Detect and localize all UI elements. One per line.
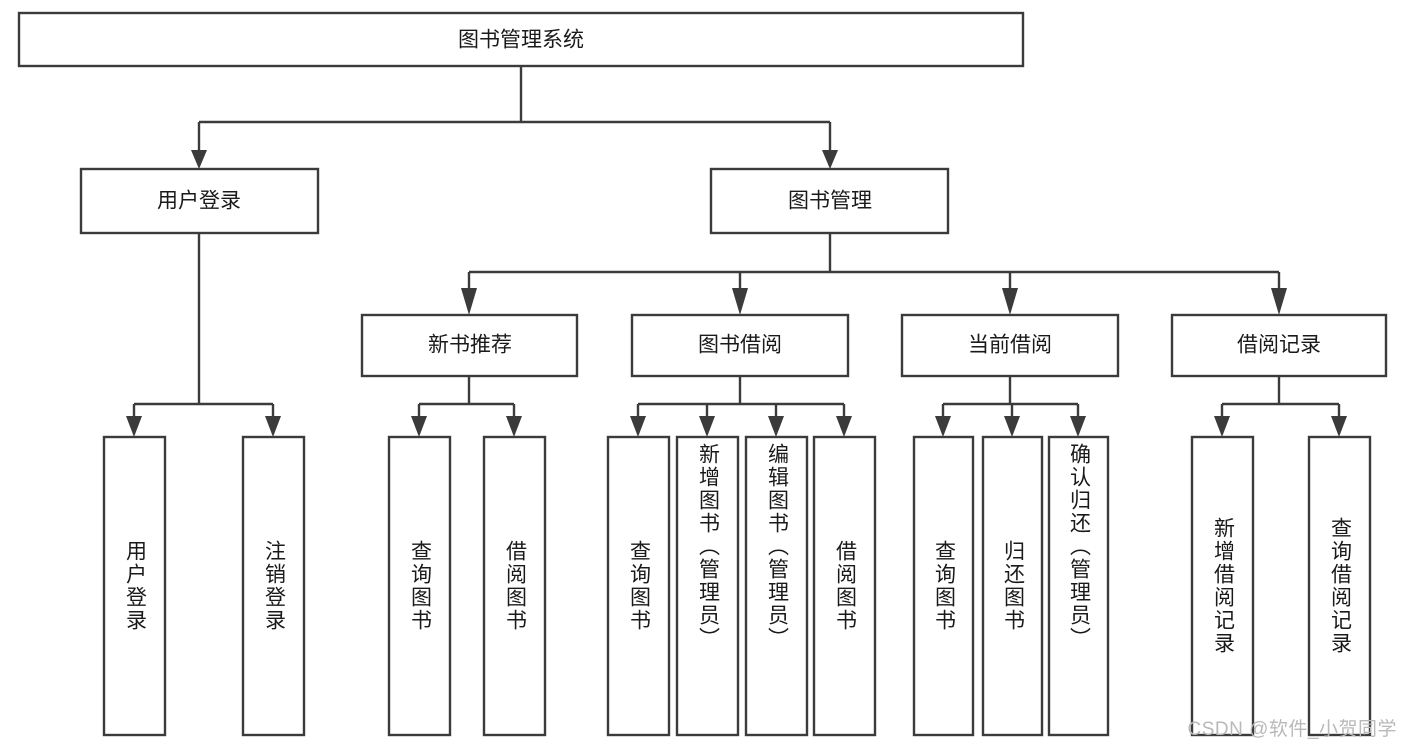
node-new-book-rec-label: 新书推荐	[428, 334, 512, 357]
connector-group-root	[191, 66, 838, 169]
connector-group-user-login	[126, 233, 281, 437]
node-cb-confirm-return-box[interactable]	[1047, 435, 1110, 737]
node-user-login-box[interactable]	[79, 167, 320, 235]
node-borrow-record-label: 借阅记录	[1237, 334, 1321, 357]
arrowhead-root-to-book-manage	[822, 150, 838, 169]
node-borrow-record[interactable]: 借阅记录	[1170, 313, 1388, 378]
arrowhead-bm-to-new-book-rec	[461, 288, 477, 315]
arrowhead-bb-leaf-1	[630, 416, 646, 437]
arrowhead-br-leaf-2	[1331, 416, 1347, 437]
arrowhead-cb-leaf-1	[935, 416, 951, 437]
node-root-box[interactable]	[17, 11, 1025, 68]
arrowhead-user-login-leaf-1	[126, 416, 142, 437]
arrowhead-bm-to-borrow-record	[1271, 288, 1287, 315]
arrowhead-bm-to-book-borrow	[732, 288, 748, 315]
arrowhead-bb-leaf-2	[699, 416, 715, 437]
node-book-borrow-box[interactable]	[630, 313, 850, 378]
node-bb-edit-book-box[interactable]	[744, 435, 809, 737]
node-cb-return-book-box[interactable]	[981, 435, 1044, 737]
node-cb-query-book-box[interactable]	[912, 435, 975, 737]
node-book-borrow-label: 图书借阅	[698, 334, 782, 357]
arrowhead-cb-leaf-3	[1070, 416, 1086, 437]
connector-group-current-borrow	[935, 376, 1086, 437]
node-bb-query-book-box[interactable]	[606, 435, 671, 737]
node-current-borrow-box[interactable]	[900, 313, 1120, 378]
connector-group-book-borrow	[630, 376, 852, 437]
node-br-query-record-box[interactable]	[1307, 435, 1372, 737]
arrowhead-br-leaf-1	[1214, 416, 1230, 437]
node-root-label: 图书管理系统	[458, 29, 584, 52]
node-leaf-user-login-box[interactable]	[102, 435, 167, 737]
node-br-add-record-box[interactable]	[1190, 435, 1255, 737]
node-current-borrow[interactable]: 当前借阅	[900, 313, 1120, 378]
node-user-login[interactable]: 用户登录	[79, 167, 320, 235]
arrowhead-bb-leaf-4	[836, 416, 852, 437]
node-nbr-borrow-book-box[interactable]	[482, 435, 547, 737]
node-leaf-logout-box[interactable]	[241, 435, 306, 737]
arrowhead-bb-leaf-3	[768, 416, 784, 437]
node-bb-borrow-book-box[interactable]	[812, 435, 877, 737]
arrowhead-nbr-leaf-2	[506, 416, 522, 437]
node-book-manage-label: 图书管理	[788, 190, 872, 213]
connector-group-borrow-record	[1214, 376, 1347, 437]
connector-group-new-book-rec	[411, 376, 522, 437]
node-book-manage[interactable]: 图书管理	[709, 167, 950, 235]
node-user-login-label: 用户登录	[157, 190, 241, 213]
leaf-boxes-group	[102, 435, 1372, 737]
node-borrow-record-box[interactable]	[1170, 313, 1388, 378]
node-new-book-rec-box[interactable]	[360, 313, 579, 378]
node-book-borrow[interactable]: 图书借阅	[630, 313, 850, 378]
arrowhead-bm-to-current-borrow	[1002, 288, 1018, 315]
arrowhead-root-to-user-login	[191, 150, 207, 169]
node-new-book-rec[interactable]: 新书推荐	[360, 313, 579, 378]
node-book-manage-box[interactable]	[709, 167, 950, 235]
node-current-borrow-label: 当前借阅	[968, 334, 1052, 357]
node-root[interactable]: 图书管理系统	[17, 11, 1025, 68]
node-bb-add-book-box[interactable]	[675, 435, 740, 737]
csdn-watermark: CSDN @软件_小贺同学	[1187, 719, 1397, 740]
node-nbr-query-book-box[interactable]	[387, 435, 452, 737]
connector-group-book-manage	[461, 233, 1287, 315]
arrowhead-nbr-leaf-1	[411, 416, 427, 437]
arrowhead-user-login-leaf-2	[265, 416, 281, 437]
arrowhead-cb-leaf-2	[1004, 416, 1020, 437]
